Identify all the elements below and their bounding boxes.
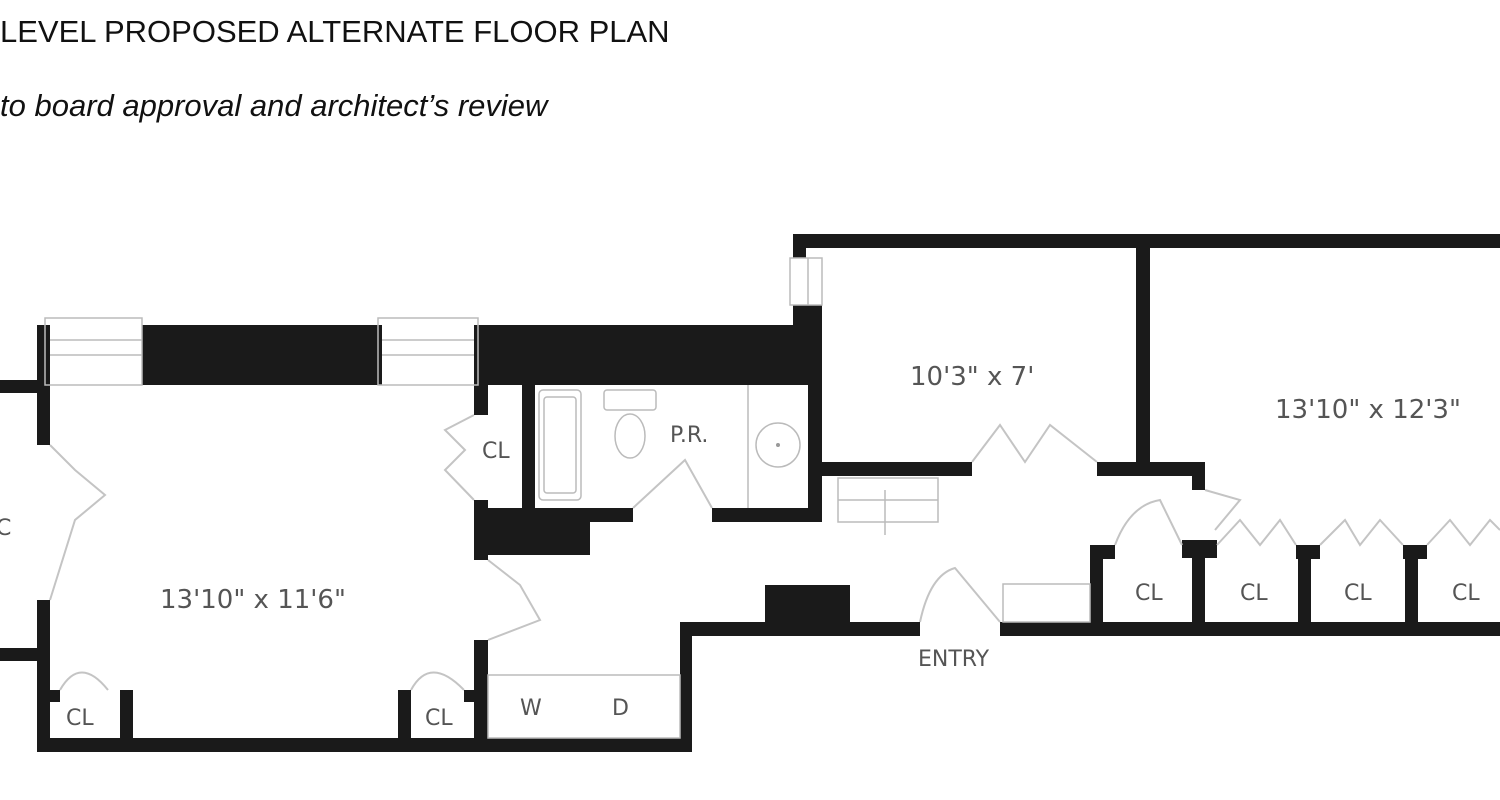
- walls-part: [680, 622, 920, 636]
- fixtures-part: [776, 443, 780, 447]
- fixtures: [487, 385, 1091, 739]
- washer-label: W: [520, 696, 542, 721]
- walls: [0, 234, 1500, 752]
- powder-room-label: P.R.: [670, 423, 708, 448]
- left-room-dim: 13'10" x 11'6": [160, 585, 346, 615]
- closet-label: CL: [482, 439, 510, 464]
- walls-part: [474, 385, 488, 415]
- doors-part: [1319, 518, 1404, 547]
- walls-part: [1000, 622, 1500, 636]
- fixtures-part: [614, 413, 646, 459]
- walls-part: [590, 508, 633, 522]
- doors-part: [919, 566, 1001, 623]
- walls-part: [120, 690, 133, 740]
- partial-room-label: C: [0, 516, 11, 541]
- closet-label: CL: [1452, 581, 1480, 606]
- walls-part: [822, 462, 972, 476]
- walls-part: [1405, 545, 1418, 625]
- page-subtitle: to board approval and architect’s review: [0, 88, 548, 123]
- labels: 13'10" x 11'6" 10'3" x 7' 13'10" x 12'3"…: [0, 362, 1480, 731]
- dryer-label: D: [612, 696, 629, 721]
- windows-part: [44, 317, 143, 386]
- washer-dryer: [487, 674, 681, 739]
- walls-part: [0, 648, 37, 661]
- sink-icon: [755, 422, 801, 468]
- walls-part: [1090, 545, 1115, 559]
- walls-part: [50, 690, 60, 702]
- right-room-dim: 13'10" x 12'3": [1275, 395, 1461, 425]
- walls-part: [522, 385, 535, 520]
- walls-part: [1192, 540, 1205, 625]
- walls-part: [793, 234, 1500, 248]
- page-title: LEVEL PROPOSED ALTERNATE FLOOR PLAN: [0, 14, 670, 49]
- walls-part: [1192, 462, 1205, 490]
- doors-part: [1216, 518, 1297, 547]
- walls-part: [0, 380, 37, 393]
- walls-part: [680, 622, 692, 752]
- walls-part: [793, 234, 806, 258]
- doors-part: [1426, 518, 1500, 547]
- walls-part: [37, 325, 50, 445]
- doors: [49, 414, 1500, 691]
- doors-part: [971, 423, 1098, 464]
- doors-part: [1114, 498, 1183, 546]
- walls-part: [1097, 462, 1205, 476]
- walls-part: [474, 508, 590, 555]
- walls-part: [142, 325, 382, 385]
- windows-part: [377, 317, 479, 386]
- doors-part: [632, 458, 713, 509]
- closet-label: CL: [66, 706, 94, 731]
- closet-label: CL: [425, 706, 453, 731]
- doors-part: [59, 671, 109, 691]
- closet-label: CL: [1240, 581, 1268, 606]
- walls-part: [37, 738, 692, 752]
- walls-part: [765, 585, 850, 622]
- doors-part: [443, 414, 475, 501]
- walls-part: [464, 690, 474, 702]
- walls-part: [808, 305, 822, 520]
- doors-part: [1204, 489, 1242, 531]
- doors-part: [49, 444, 107, 601]
- walls-part: [1090, 545, 1103, 625]
- fixtures-part: [543, 396, 577, 494]
- doors-part: [410, 671, 465, 691]
- closet-label: CL: [1135, 581, 1163, 606]
- doors-part: [487, 559, 542, 641]
- windows: [44, 257, 823, 386]
- bathtub-icon: [538, 389, 582, 501]
- walls-part: [1136, 248, 1150, 470]
- windows-part: [789, 257, 823, 306]
- walls-part: [37, 600, 50, 752]
- walls-part: [1298, 545, 1311, 625]
- walls-part: [474, 640, 488, 745]
- entry-label: ENTRY: [918, 647, 990, 672]
- walls-part: [398, 690, 411, 740]
- closet-label: CL: [1344, 581, 1372, 606]
- walls-part: [474, 325, 822, 385]
- middle-room-dim: 10'3" x 7': [910, 362, 1034, 392]
- walls-part: [712, 508, 822, 522]
- toilet-icon: [603, 389, 657, 411]
- fixtures-part: [1002, 583, 1091, 623]
